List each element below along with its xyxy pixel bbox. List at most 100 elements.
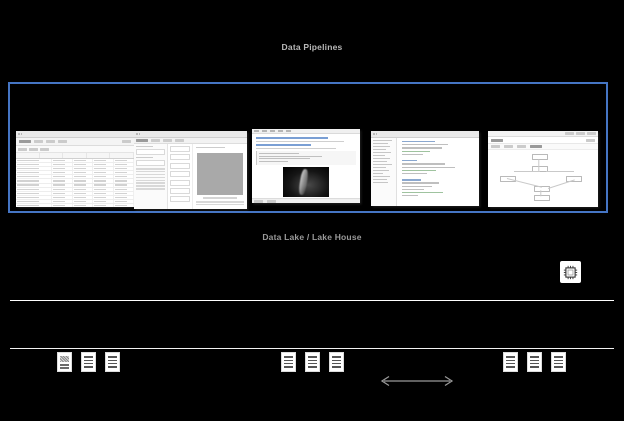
tab-tree[interactable] xyxy=(504,145,513,148)
toolbar-button xyxy=(46,140,55,143)
tree-node[interactable] xyxy=(372,157,390,160)
doc-line xyxy=(530,356,539,359)
app-header xyxy=(488,131,598,137)
cpu-chip-card[interactable] xyxy=(560,261,581,283)
document-icon[interactable] xyxy=(281,352,296,372)
header-button xyxy=(565,132,574,135)
tree-node[interactable] xyxy=(372,148,387,151)
tree-node[interactable] xyxy=(372,142,388,145)
sidebar-row xyxy=(136,182,165,184)
app-toolbar xyxy=(134,138,247,144)
tree-node[interactable] xyxy=(372,154,385,157)
tree-node[interactable] xyxy=(372,151,392,154)
dag-node[interactable] xyxy=(566,176,582,182)
document-with-image-icon[interactable] xyxy=(57,352,72,372)
dag-graph-canvas[interactable] xyxy=(488,150,598,202)
dag-node[interactable] xyxy=(532,166,548,172)
table-row xyxy=(16,187,134,192)
doc-line xyxy=(84,356,93,359)
tree-node[interactable] xyxy=(372,169,389,172)
tree-node[interactable] xyxy=(372,172,384,175)
sidebar-row xyxy=(136,170,165,173)
workflow-dag-screenshot[interactable] xyxy=(488,131,598,207)
tree-node[interactable] xyxy=(372,181,389,184)
bidirectional-arrow-icon xyxy=(380,375,454,387)
document-icon[interactable] xyxy=(329,352,344,372)
form-field[interactable] xyxy=(169,179,190,186)
table-row xyxy=(16,179,134,184)
form-field[interactable] xyxy=(169,154,190,161)
form-fields-column[interactable] xyxy=(167,144,193,209)
tab-active[interactable] xyxy=(530,145,542,148)
notebook-code-cell[interactable] xyxy=(256,151,356,166)
code-line xyxy=(401,150,431,152)
dag-tab-bar[interactable] xyxy=(488,144,598,150)
document-icon[interactable] xyxy=(81,352,96,372)
code-editor-screenshot[interactable] xyxy=(371,131,479,206)
image-preview[interactable] xyxy=(196,153,243,196)
document-icon[interactable] xyxy=(305,352,320,372)
tree-node[interactable] xyxy=(372,145,391,148)
data-grid-screenshot[interactable] xyxy=(16,131,134,207)
search-icon[interactable] xyxy=(586,138,595,142)
file-tree-sidebar[interactable] xyxy=(371,138,397,206)
filter-chip xyxy=(40,147,49,151)
tree-node[interactable] xyxy=(372,160,388,163)
notebook-screenshot[interactable] xyxy=(252,129,360,203)
document-icon[interactable] xyxy=(105,352,120,372)
doc-line xyxy=(108,365,117,368)
document-icon[interactable] xyxy=(551,352,566,372)
notebook-link[interactable] xyxy=(256,144,311,146)
code-line xyxy=(401,160,417,162)
window-dot-icon xyxy=(18,133,20,135)
dag-edge xyxy=(538,159,540,172)
preview-row xyxy=(195,203,244,206)
sidebar-field[interactable] xyxy=(136,159,165,166)
tree-node[interactable] xyxy=(372,175,391,178)
notebook-paragraph xyxy=(256,147,336,149)
preview-caption xyxy=(202,197,237,199)
cpu-chip-icon xyxy=(563,265,578,279)
layer-divider-upper xyxy=(10,300,614,302)
tree-node[interactable] xyxy=(372,163,392,166)
table-row xyxy=(16,204,134,207)
form-field[interactable] xyxy=(169,187,190,194)
code-pane[interactable] xyxy=(396,138,479,206)
code-line xyxy=(401,185,432,187)
code-line xyxy=(401,153,423,156)
form-field[interactable] xyxy=(169,162,190,169)
tree-node[interactable] xyxy=(372,140,393,142)
document-icon[interactable] xyxy=(527,352,542,372)
dag-node[interactable] xyxy=(532,154,548,160)
table-row xyxy=(16,191,134,196)
tree-node[interactable] xyxy=(372,166,386,169)
form-editor-screenshot[interactable] xyxy=(134,131,247,209)
dag-edge xyxy=(514,171,540,172)
doc-line xyxy=(332,365,341,368)
status-chip xyxy=(254,199,263,203)
sidebar-field[interactable] xyxy=(136,148,165,155)
menu-item xyxy=(278,130,283,132)
tab-graph[interactable] xyxy=(491,145,500,148)
table-row xyxy=(16,171,134,176)
window-titlebar xyxy=(134,131,247,138)
dag-edge xyxy=(547,179,575,189)
tab-duration[interactable] xyxy=(517,145,526,148)
doc-line xyxy=(284,359,293,362)
form-sidebar[interactable] xyxy=(134,144,168,209)
section-title-data-lake: Data Lake / Lake House xyxy=(262,232,362,242)
form-field[interactable] xyxy=(169,171,190,178)
form-field[interactable] xyxy=(169,146,190,152)
form-field[interactable] xyxy=(169,196,190,203)
table-row xyxy=(16,199,134,205)
document-icon[interactable] xyxy=(503,352,518,372)
dag-node[interactable] xyxy=(534,195,550,201)
doc-line xyxy=(506,359,515,362)
doc-line xyxy=(530,359,539,362)
dag-title-bar xyxy=(488,137,598,144)
code-line xyxy=(401,195,419,197)
notebook-body xyxy=(252,134,360,200)
tree-node[interactable] xyxy=(372,178,387,181)
dag-name-label xyxy=(491,138,503,142)
code-line xyxy=(401,182,439,184)
